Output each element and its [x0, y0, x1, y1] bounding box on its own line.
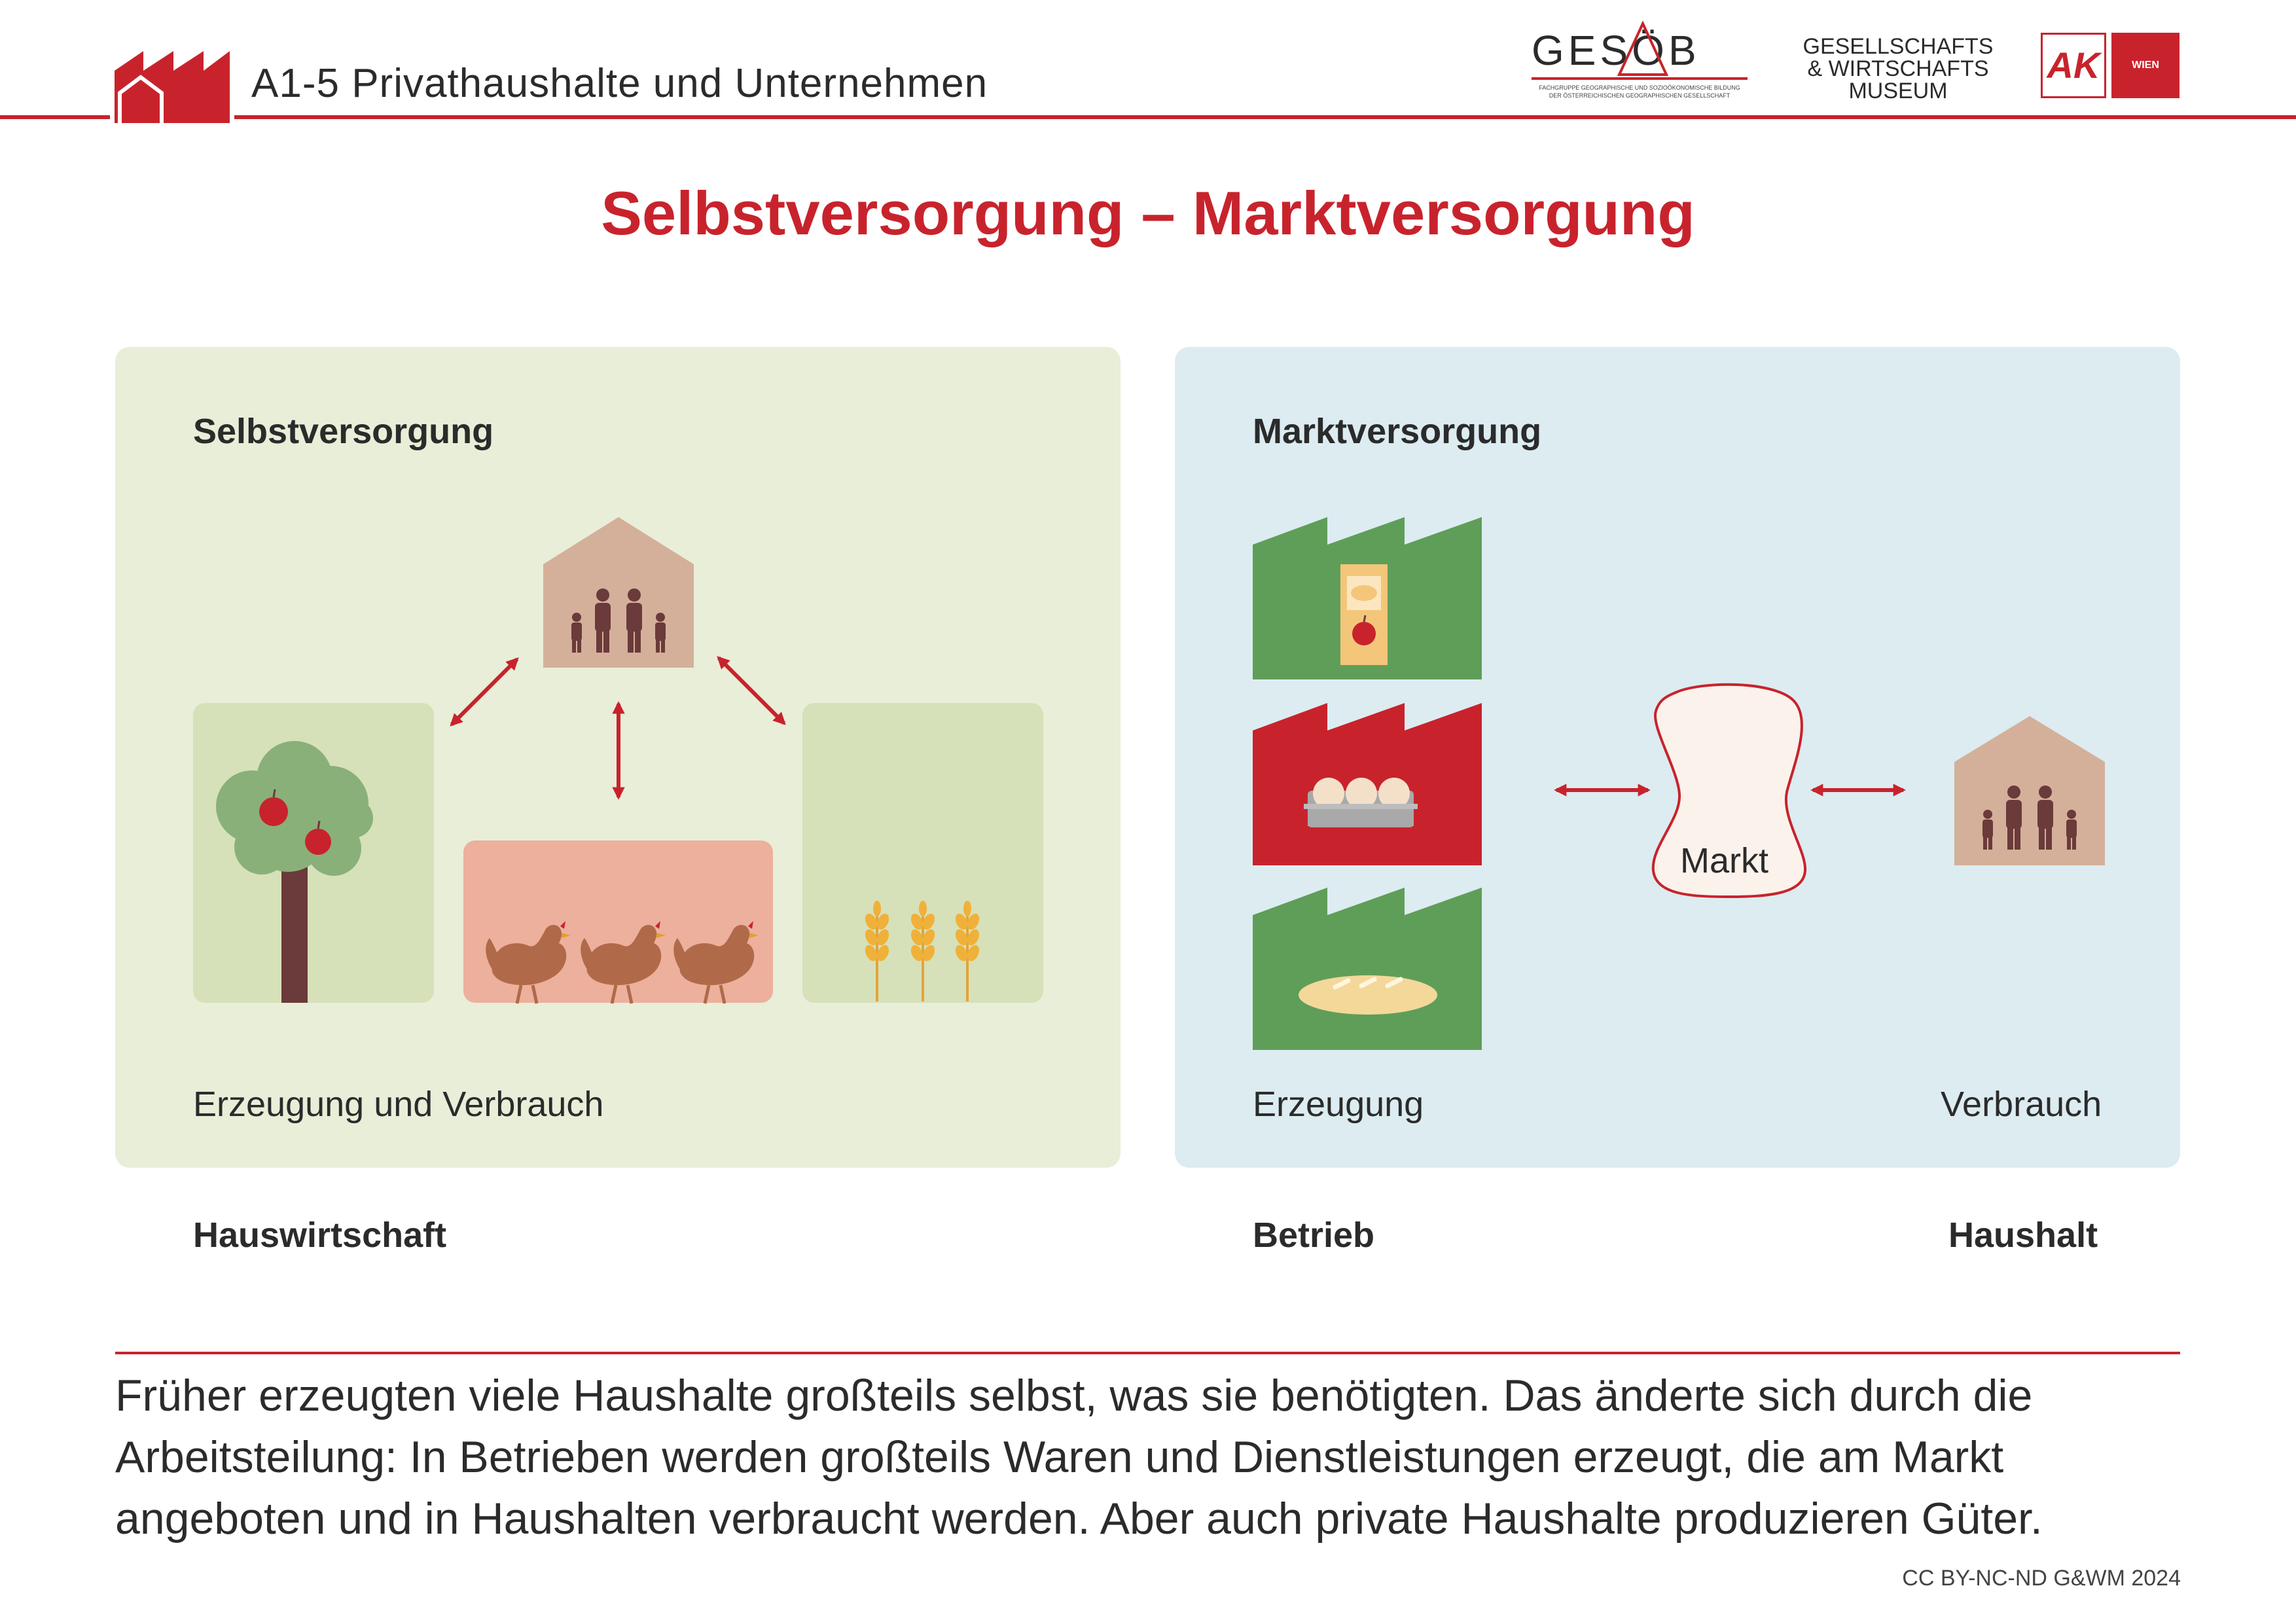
grain-field-tile — [802, 703, 1043, 1003]
marktversorgung-panel — [1175, 347, 2180, 1168]
gesoeb-logo-text: GESÖB — [1532, 27, 1700, 74]
gesoeb-subtitle: FACHGRUPPE GEOGRAPHISCHE UND SOZIOÖKONOM… — [1539, 84, 1740, 99]
haushalt-label: Haushalt — [1948, 1216, 2098, 1255]
betrieb-label: Betrieb — [1253, 1216, 1375, 1255]
poultry-tile — [463, 840, 773, 1003]
market-label: Markt — [1680, 841, 1768, 880]
factory-logo-icon — [115, 51, 230, 123]
header-title: A1-5 Privathaushalte und Unternehmen — [251, 61, 988, 106]
gesoeb-underline — [1532, 77, 1748, 80]
header-rule-right — [234, 115, 2296, 119]
selbstversorgung-caption: Erzeugung und Verbrauch — [193, 1085, 604, 1124]
hauswirtschaft-label: Hauswirtschaft — [193, 1216, 447, 1255]
main-title: Selbstversorgung – Marktversorgung — [601, 179, 1695, 247]
header-rule-left — [0, 115, 110, 119]
marktversorgung-heading: Marktversorgung — [1253, 412, 1542, 451]
museum-logo: GESELLSCHAFTS & WIRTSCHAFTS MUSEUM — [1803, 34, 1994, 103]
footer-rule — [115, 1352, 2180, 1354]
license-note: CC BY-NC-ND G&WM 2024 — [1902, 1566, 2181, 1591]
explanation-paragraph: Früher erzeugten viele Haushalte großtei… — [115, 1371, 2043, 1543]
erzeugung-caption: Erzeugung — [1253, 1085, 1424, 1124]
orchard-tile — [193, 703, 434, 1003]
verbrauch-caption: Verbrauch — [1941, 1085, 2102, 1124]
wien-logo-text: WIEN — [2111, 33, 2179, 98]
ak-wien-logo: AK WIEN — [2041, 33, 2179, 102]
selbstversorgung-heading: Selbstversorgung — [193, 412, 494, 451]
gesoeb-logo: GESÖB FACHGRUPPE GEOGRAPHISCHE UND SOZIO… — [1532, 21, 1748, 103]
gesoeb-triangle-icon — [1617, 21, 1669, 76]
ak-logo-text: AK — [2041, 33, 2106, 98]
